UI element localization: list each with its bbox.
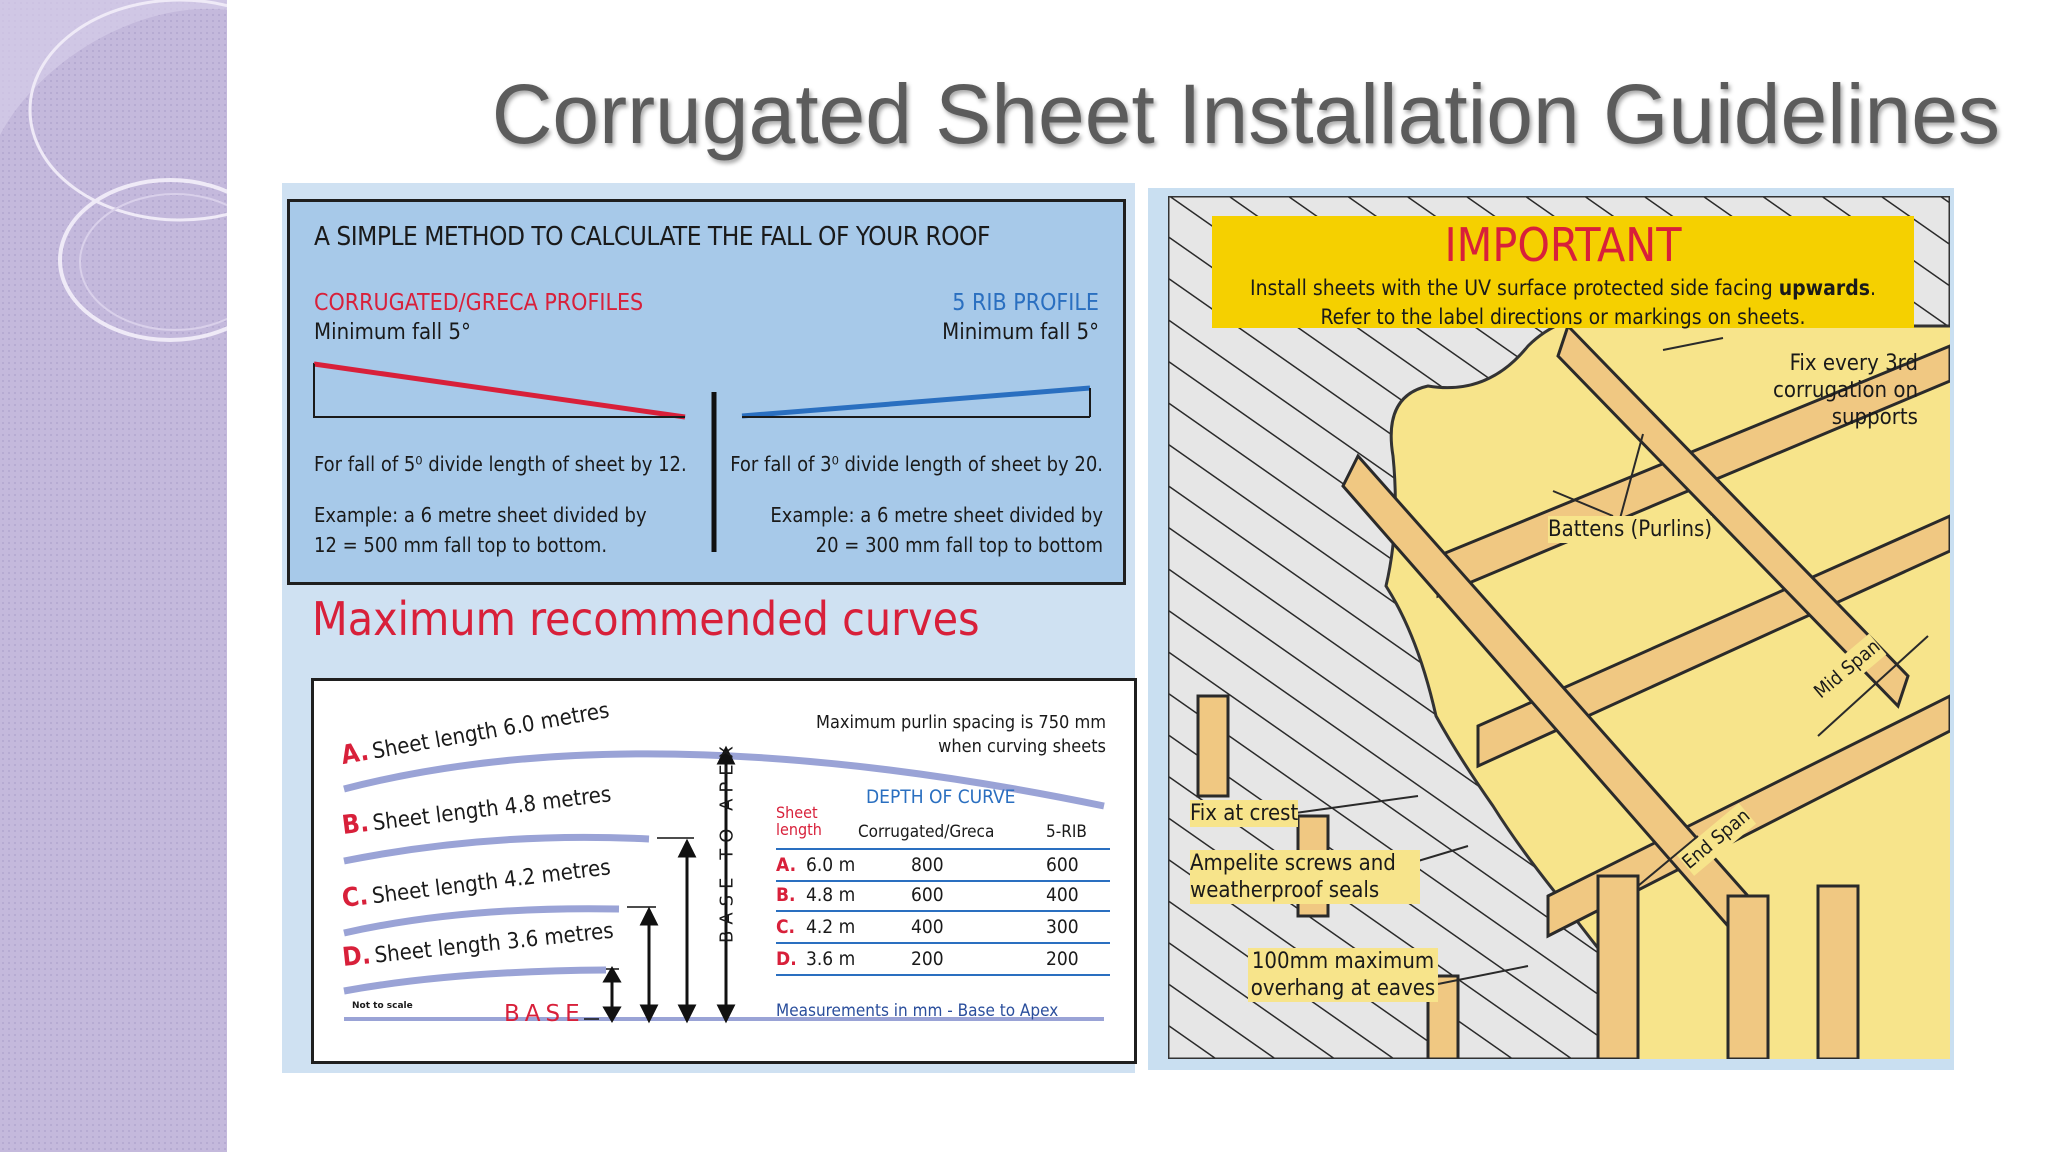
important-line-1-suffix: . bbox=[1869, 276, 1876, 300]
row-letter: C. bbox=[776, 916, 796, 938]
important-line-1-bold: upwards bbox=[1778, 276, 1870, 300]
curve-a bbox=[343, 750, 1105, 810]
sheet-letter-d: D. bbox=[340, 940, 373, 973]
corrugated-fall-rule: For fall of 5⁰ divide length of sheet by… bbox=[314, 452, 687, 476]
curves-diagram bbox=[343, 745, 1105, 1024]
table-row: A. 6.0 m 800 600 bbox=[776, 848, 1110, 882]
rib-profile-heading: 5 RIB PROFILE bbox=[952, 290, 1099, 316]
callout-fix-every: Fix every 3rd corrugation on supports bbox=[1773, 351, 1918, 430]
post-3 bbox=[1816, 884, 1860, 1059]
rib-fall-rule: For fall of 3⁰ divide length of sheet by… bbox=[730, 452, 1103, 476]
measurements-footnote: Measurements in mm - Base to Apex bbox=[776, 1001, 1059, 1021]
sheet-length-header: Sheet length bbox=[776, 803, 822, 839]
depth-table-title: DEPTH OF CURVE bbox=[866, 786, 1016, 808]
roof-illustration: IMPORTANT Install sheets with the UV sur… bbox=[1168, 196, 1950, 1059]
corrugated-fall-line bbox=[313, 361, 686, 420]
corrugated-sheet-shape bbox=[1168, 196, 1950, 1059]
row-rib: 400 bbox=[1046, 884, 1079, 906]
rib-column-header: 5-RIB bbox=[1046, 822, 1087, 842]
batten-mid bbox=[1476, 514, 1950, 769]
corrugated-column-header: Corrugated/Greca bbox=[858, 822, 995, 842]
corrugated-fall-example: Example: a 6 metre sheet divided by 12 =… bbox=[314, 503, 647, 557]
row-length: 4.8 m bbox=[806, 884, 856, 906]
sheet-letter-c: C. bbox=[340, 881, 370, 914]
row-length: 6.0 m bbox=[806, 854, 856, 876]
important-line-1: Install sheets with the UV surface prote… bbox=[1212, 276, 1914, 300]
roof-fall-box: A SIMPLE METHOD TO CALCULATE THE FALL OF… bbox=[287, 199, 1126, 585]
curve-d bbox=[343, 966, 607, 995]
row-rib: 200 bbox=[1046, 948, 1079, 970]
row-rib: 600 bbox=[1046, 854, 1079, 876]
callout-fix-crest: Fix at crest bbox=[1190, 800, 1299, 827]
important-line-2: Refer to the label directions or marking… bbox=[1320, 305, 1806, 329]
roof-structure-drawing bbox=[1168, 196, 1950, 1059]
post-1 bbox=[1596, 874, 1640, 1059]
row-length: 4.2 m bbox=[806, 916, 856, 938]
rib-min-fall: Minimum fall 5° bbox=[942, 320, 1099, 345]
table-row: B. 4.8 m 600 400 bbox=[776, 880, 1110, 912]
row-letter: B. bbox=[776, 884, 796, 906]
table-row: C. 4.2 m 400 300 bbox=[776, 912, 1110, 944]
rib-fall-line bbox=[741, 385, 1091, 419]
fall-heading: A SIMPLE METHOD TO CALCULATE THE FALL OF… bbox=[314, 222, 990, 252]
important-line-1-prefix: Install sheets with the UV surface prote… bbox=[1250, 276, 1779, 300]
row-corrugated: 800 bbox=[911, 854, 944, 876]
sheet-letter-b: B. bbox=[340, 807, 371, 841]
row-corrugated: 400 bbox=[911, 916, 944, 938]
post-2 bbox=[1726, 894, 1770, 1059]
curves-title: Maximum recommended curves bbox=[312, 592, 980, 646]
not-to-scale-note: Not to scale bbox=[352, 1001, 413, 1011]
row-corrugated: 200 bbox=[911, 948, 944, 970]
sheet-letter-a: A. bbox=[338, 736, 372, 771]
sidebar-swirl-decoration bbox=[0, 0, 227, 1152]
callout-battens: Battens (Purlins) bbox=[1548, 516, 1713, 543]
row-letter: D. bbox=[776, 948, 797, 970]
row-length: 3.6 m bbox=[806, 948, 856, 970]
callout-overhang: 100mm maximum overhang at eaves bbox=[1248, 948, 1438, 1002]
curve-b bbox=[343, 833, 650, 865]
base-label: BASE bbox=[504, 1001, 585, 1027]
table-row: D. 3.6 m 200 200 bbox=[776, 944, 1110, 976]
purlin-spacing-note: Maximum purlin spacing is 750 mm when cu… bbox=[816, 712, 1106, 757]
rafter-1 bbox=[1556, 323, 1910, 709]
corrugated-profile-heading: CORRUGATED/GRECA PROFILES bbox=[314, 290, 644, 316]
eave-post-1 bbox=[1196, 694, 1230, 798]
row-corrugated: 600 bbox=[911, 884, 944, 906]
slide-title: Corrugated Sheet Installation Guidelines bbox=[491, 67, 2000, 161]
row-letter: A. bbox=[776, 854, 797, 876]
corrugated-min-fall: Minimum fall 5° bbox=[314, 320, 471, 345]
rib-fall-example: Example: a 6 metre sheet divided by 20 =… bbox=[770, 503, 1103, 557]
decorative-sidebar bbox=[0, 0, 227, 1152]
base-to-apex-label: BASE TO APEX bbox=[716, 740, 738, 943]
row-rib: 300 bbox=[1046, 916, 1079, 938]
important-title: IMPORTANT bbox=[1444, 218, 1682, 272]
fall-diagram bbox=[313, 361, 1091, 552]
callout-screws: Ampelite screws and weatherproof seals bbox=[1190, 850, 1420, 904]
curve-c bbox=[343, 905, 620, 937]
important-notice: IMPORTANT Install sheets with the UV sur… bbox=[1212, 216, 1914, 329]
curves-box: Maximum purlin spacing is 750 mm when cu… bbox=[311, 678, 1137, 1064]
